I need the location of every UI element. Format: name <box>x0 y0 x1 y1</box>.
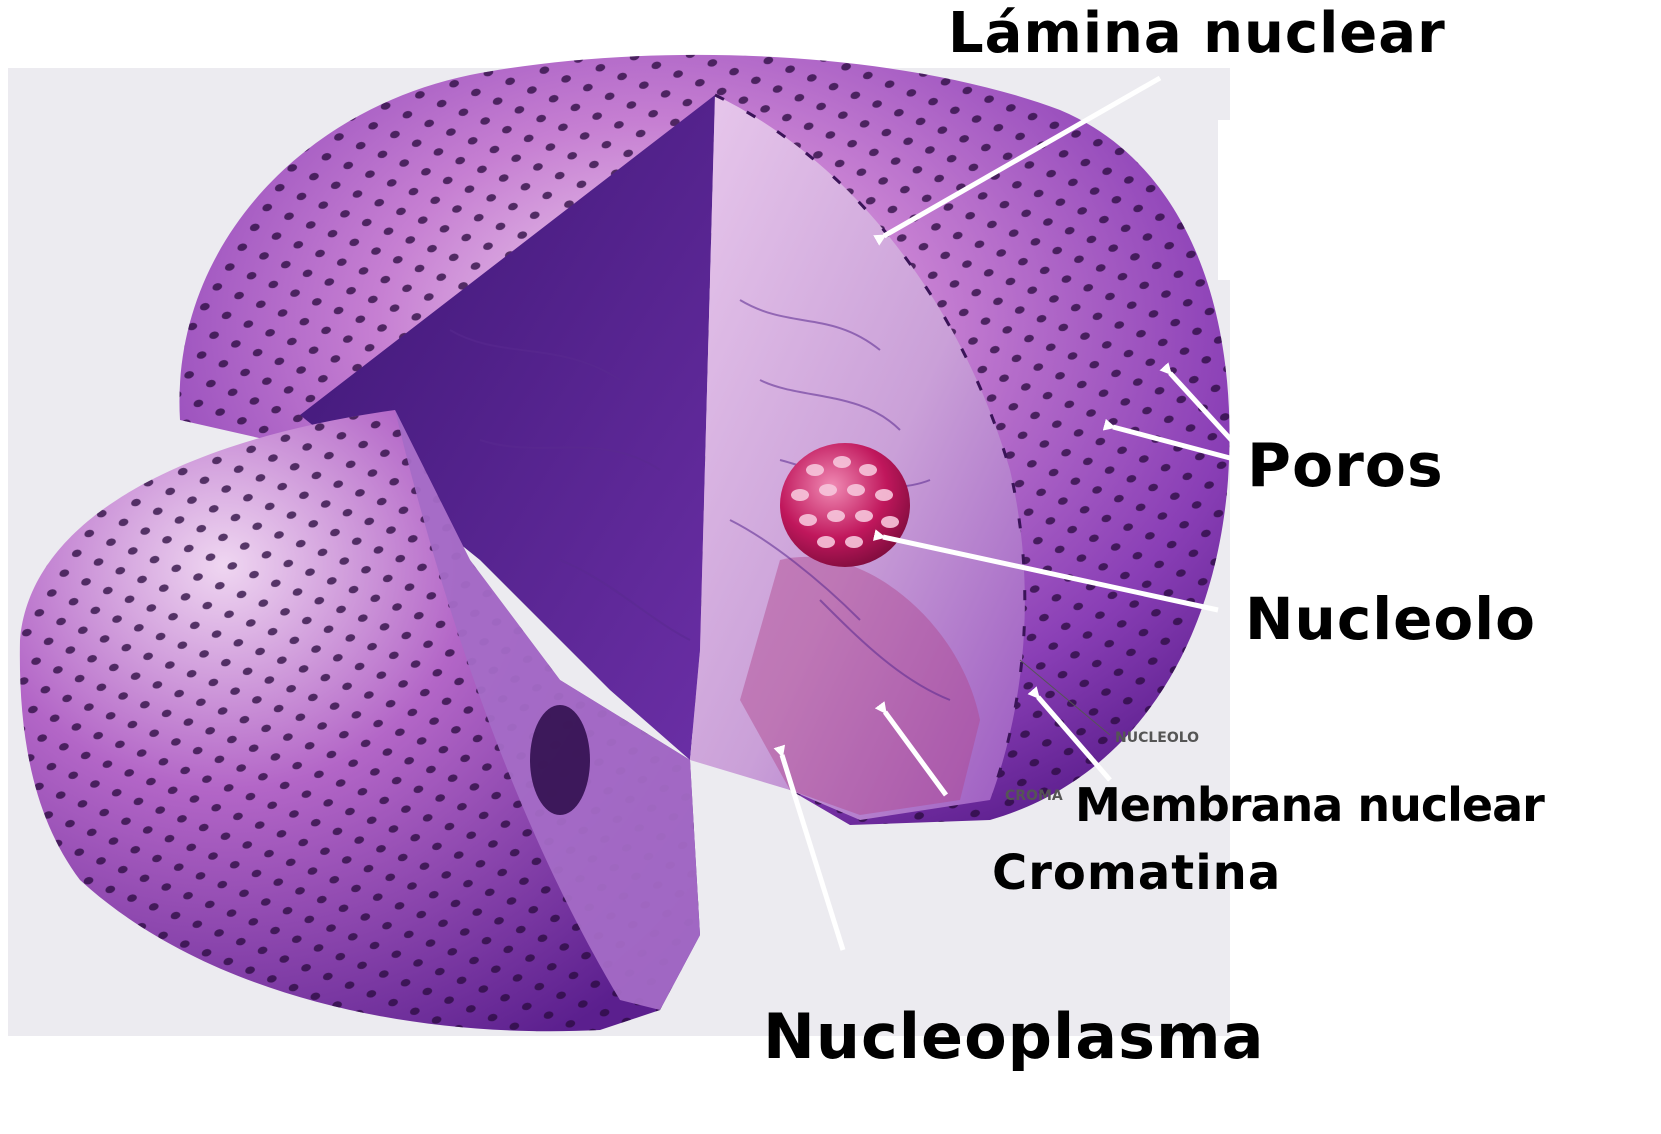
embedded-nucleolo-label: NUCLEOLO <box>1115 730 1199 746</box>
white-patch-right <box>1218 120 1258 280</box>
label-lamina-nuclear: Lámina nuclear <box>948 6 1446 62</box>
label-cromatina: Cromatina <box>992 849 1281 897</box>
label-nucleolo: Nucleolo <box>1245 590 1536 648</box>
embedded-cromatina-label: CROMA <box>1005 788 1063 804</box>
label-poros: Poros <box>1247 436 1444 496</box>
label-membrana-nuclear: Membrana nuclear <box>1075 782 1544 828</box>
nucleolus <box>780 443 910 567</box>
label-nucleoplasma: Nucleoplasma <box>763 1006 1265 1068</box>
